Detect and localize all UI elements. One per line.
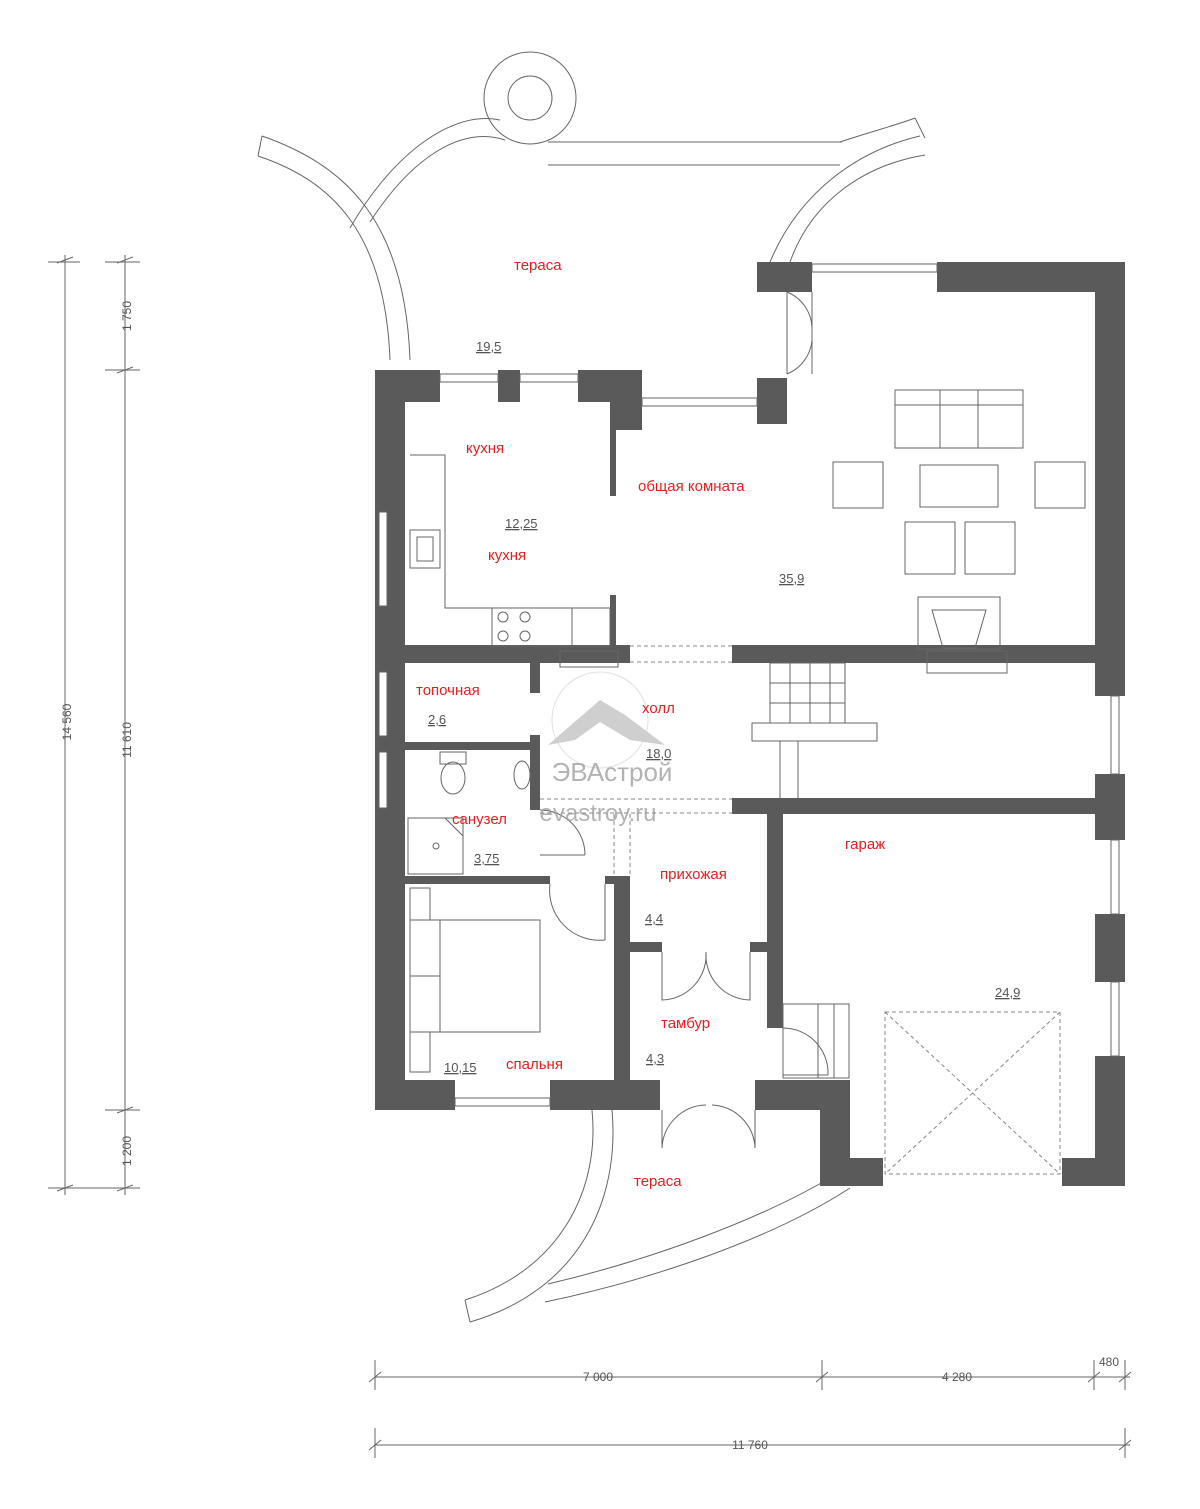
label-bathroom: санузел	[452, 811, 507, 828]
watermark-site: evastroy.ru	[540, 800, 657, 827]
openings	[540, 645, 1061, 1175]
area-living: 35,9	[779, 571, 804, 586]
walls	[375, 262, 1125, 1186]
label-living: общая комната	[638, 478, 745, 495]
furniture	[407, 389, 1086, 1079]
area-boiler: 2,6	[428, 712, 446, 727]
area-terrace-top: 19,5	[476, 339, 501, 354]
dimension-lines: 14 560 11 610 1 750 1 200 7 000 4 280 48…	[48, 255, 1132, 1458]
dim-left-total: 14 560	[60, 703, 74, 740]
area-bathroom: 3,75	[474, 851, 499, 866]
label-garage: гараж	[845, 836, 885, 853]
dim-bottom-a: 7 000	[583, 1370, 613, 1384]
label-kitchen-2: кухня	[488, 547, 526, 564]
area-garage: 24,9	[995, 985, 1020, 1000]
terrace-railings	[257, 51, 926, 1323]
label-boiler: топочная	[416, 682, 480, 699]
room-labels: тераса 19,5 кухня 12,25 кухня общая комн…	[416, 257, 1020, 1190]
dim-bottom-b: 4 280	[942, 1370, 972, 1384]
label-kitchen: кухня	[466, 440, 504, 457]
doors	[539, 291, 829, 1149]
area-bedroom: 10,15	[444, 1060, 477, 1075]
watermark: ЭВАстрой evastroy.ru	[540, 671, 673, 827]
label-terrace-top: тераса	[514, 257, 562, 274]
label-terrace-bottom: тераса	[634, 1173, 682, 1190]
area-vestibule: 4,3	[646, 1051, 664, 1066]
area-entrance: 4,4	[645, 911, 663, 926]
label-hall: холл	[642, 700, 675, 717]
label-entrance: прихожая	[660, 866, 727, 883]
area-kitchen: 12,25	[505, 516, 538, 531]
stairs	[751, 662, 878, 798]
label-bedroom: спальня	[506, 1056, 563, 1073]
dim-left-inner: 11 610	[120, 722, 134, 758]
dim-bottom-c: 480	[1099, 1355, 1119, 1369]
label-vestibule: тамбур	[661, 1015, 710, 1032]
watermark-brand: ЭВАстрой	[552, 757, 673, 787]
dim-bottom-total: 11 760	[732, 1438, 768, 1452]
area-hall: 18,0	[646, 746, 671, 761]
dim-left-top: 1 750	[120, 301, 134, 331]
windows	[378, 263, 1120, 1107]
dim-left-bottom: 1 200	[120, 1136, 134, 1166]
